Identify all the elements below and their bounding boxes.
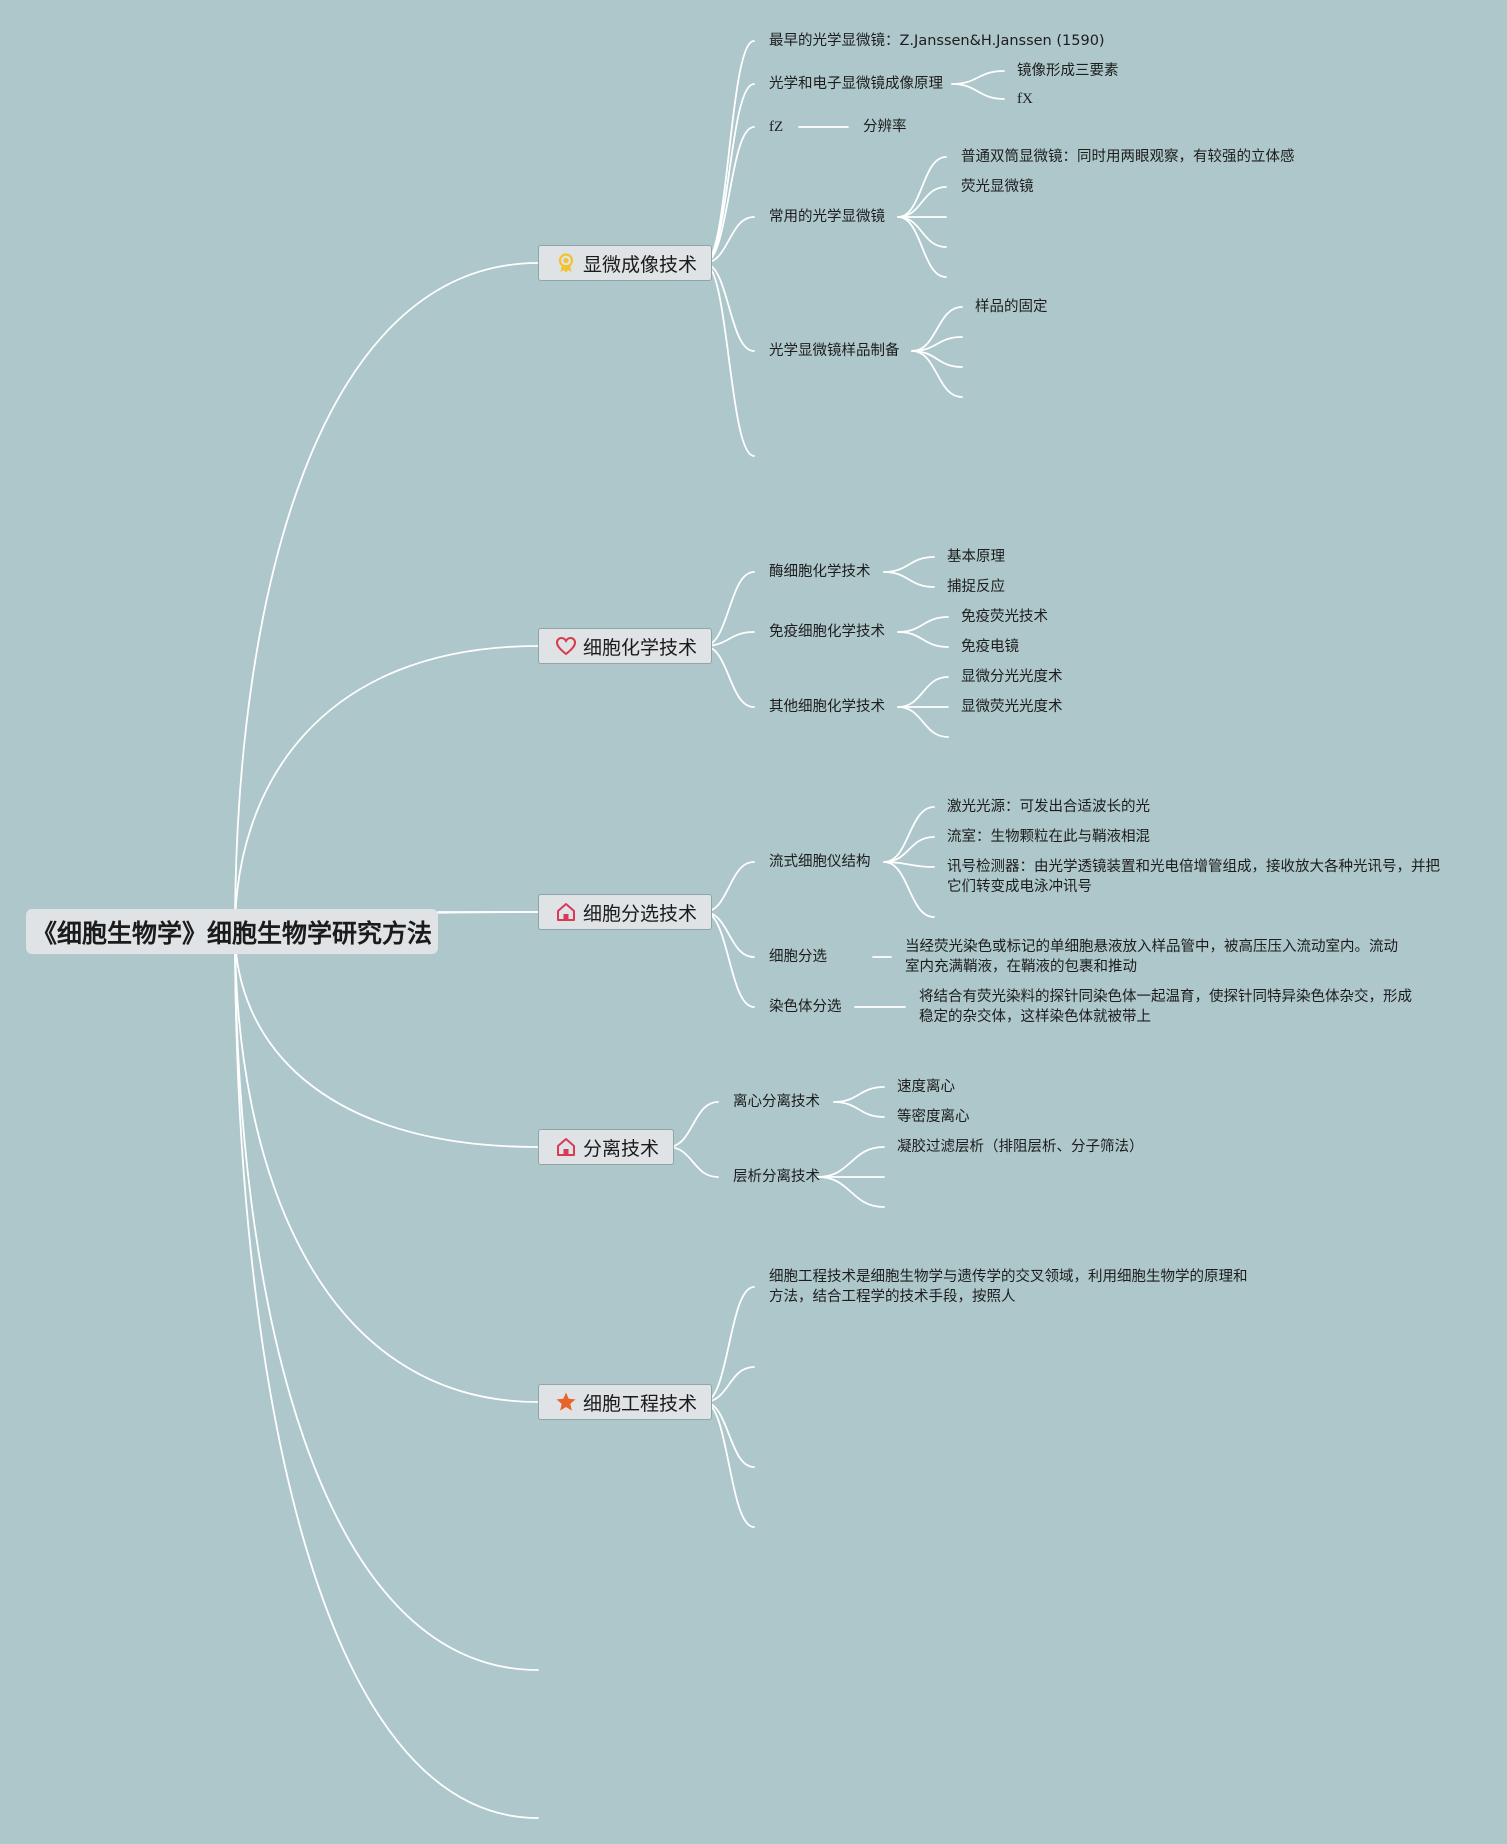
common-microscopes[interactable]: 常用的光学显微镜 — [769, 209, 885, 225]
imaging-principle[interactable]: 光学和电子显微镜成像原理 — [769, 76, 943, 92]
centrifugal-separation[interactable]: 离心分离技术 — [733, 1094, 820, 1110]
topic-separation[interactable]: 分离技术 — [538, 1129, 675, 1165]
microscopy-link — [703, 262, 755, 457]
root-link — [234, 262, 539, 932]
imaging-principle-child[interactable]: 镜像形成三要素 — [1017, 63, 1119, 79]
topic-microscopy-label: 显微成像技术 — [583, 253, 698, 276]
root-link — [234, 645, 539, 932]
centrifuge-link — [833, 1101, 885, 1118]
cell-sorting[interactable]: 细胞分选 — [769, 949, 827, 965]
topic-cytochemistry-label: 细胞化学技术 — [583, 636, 698, 659]
immuno-child[interactable]: 免疫荧光技术 — [961, 609, 1048, 625]
root-topic[interactable]: 《细胞生物学》细胞生物学研究方法 — [26, 909, 438, 954]
cell-sorting-child[interactable]: 当经荧光染色或标记的单细胞悬液放入样品管中，被高压压入流动室内。流动室内充满鞘液… — [905, 939, 1398, 975]
flow-child[interactable]: 激光光源：可发出合适波长的光 — [947, 799, 1150, 815]
flow-link — [883, 861, 935, 918]
chromatography-child[interactable]: 凝胶过滤层析（排阻层析、分子筛法） — [897, 1139, 1144, 1155]
microscopy-link — [703, 83, 755, 264]
common-link — [897, 156, 947, 218]
common-microscope-child[interactable]: 普通双筒显微镜：同时用两眼观察，有较强的立体感 — [961, 149, 1295, 165]
imaging-principle-child[interactable]: fX — [1017, 91, 1033, 107]
home-icon — [555, 1136, 577, 1158]
topic-microscopy[interactable]: 显微成像技术 — [538, 245, 713, 281]
flow-link — [883, 806, 935, 863]
immuno-link — [897, 631, 949, 648]
chromatography-link — [817, 1176, 885, 1208]
other-cytochemistry[interactable]: 其他细胞化学技术 — [769, 699, 885, 715]
earliest-microscope[interactable]: 最早的光学显微镜：Z.Janssen&H.Janssen (1590) — [769, 31, 1105, 51]
enzyme-link — [883, 571, 935, 588]
principle-link — [951, 70, 1005, 85]
microscopy-link — [703, 40, 755, 264]
sample-preparation[interactable]: 光学显微镜样品制备 — [769, 343, 900, 359]
other-link — [897, 676, 949, 708]
sample-preparation-child[interactable]: 样品的固定 — [975, 299, 1048, 315]
enzyme-child[interactable]: 捕捉反应 — [947, 579, 1005, 595]
separation-link — [667, 1146, 719, 1178]
principle-link — [951, 83, 1005, 100]
award-medal-icon — [555, 252, 577, 274]
fz-node[interactable]: fZ — [769, 119, 784, 135]
heart-icon — [555, 635, 577, 657]
common-microscope-child[interactable]: 荧光显微镜 — [961, 179, 1034, 195]
cell-engineering-intro[interactable]: 细胞工程技术是细胞生物学与遗传学的交叉领域，利用细胞生物学的原理和方法，结合工程… — [769, 1269, 1248, 1305]
other-child[interactable]: 显微荧光光度术 — [961, 699, 1063, 715]
topic-cell-engineering[interactable]: 细胞工程技术 — [538, 1384, 713, 1420]
other-link — [897, 706, 949, 738]
topic-cell-sorting-label: 细胞分选技术 — [583, 902, 698, 925]
enzyme-child[interactable]: 基本原理 — [947, 549, 1005, 565]
chromatography-link — [817, 1146, 885, 1178]
flow-child[interactable]: 流室：生物颗粒在此与鞘液相混 — [947, 829, 1150, 845]
flow-link — [883, 836, 935, 863]
centrifuge-link — [833, 1086, 885, 1103]
chromatography-separation[interactable]: 层析分离技术 — [733, 1169, 820, 1185]
topic-cytochemistry[interactable]: 细胞化学技术 — [538, 628, 713, 664]
flow-cytometer-structure[interactable]: 流式细胞仪结构 — [769, 854, 871, 870]
root-link — [234, 930, 539, 1819]
enzyme-cytochemistry[interactable]: 酶细胞化学技术 — [769, 564, 871, 580]
immuno-child[interactable]: 免疫电镜 — [961, 639, 1019, 655]
topic-cell-engineering-label: 细胞工程技术 — [583, 1392, 698, 1415]
resolution-node[interactable]: 分辨率 — [863, 119, 907, 135]
separation-link — [667, 1101, 719, 1148]
enzyme-link — [883, 556, 935, 573]
root-link — [234, 930, 539, 1403]
sample-link — [911, 350, 963, 398]
root-link — [234, 930, 539, 1148]
immuno-link — [897, 616, 949, 633]
flow-child[interactable]: 讯号检测器：由光学透镜装置和光电倍增管组成，接收放大各种光讯号，并把它们转变成电… — [947, 859, 1440, 895]
chromosome-sorting[interactable]: 染色体分选 — [769, 999, 842, 1015]
home-icon — [555, 901, 577, 923]
common-link — [897, 216, 947, 248]
chromosome-sorting-child[interactable]: 将结合有荧光染料的探针同染色体一起温育，使探针同特异染色体杂交，形成稳定的杂交体… — [919, 989, 1412, 1025]
earliest-microscope-text: 最早的光学显微镜：Z.Janssen&H.Janssen (1590) — [769, 33, 1105, 49]
common-link — [897, 216, 947, 278]
immuno-cytochemistry[interactable]: 免疫细胞化学技术 — [769, 624, 885, 640]
root-link — [234, 930, 539, 1671]
centrifuge-child[interactable]: 等密度离心 — [897, 1109, 970, 1125]
topic-separation-label: 分离技术 — [583, 1137, 660, 1160]
other-child[interactable]: 显微分光光度术 — [961, 669, 1063, 685]
centrifuge-child[interactable]: 速度离心 — [897, 1079, 955, 1095]
common-link — [897, 186, 947, 218]
star-icon — [555, 1391, 577, 1413]
topic-cell-sorting[interactable]: 细胞分选技术 — [538, 894, 713, 930]
